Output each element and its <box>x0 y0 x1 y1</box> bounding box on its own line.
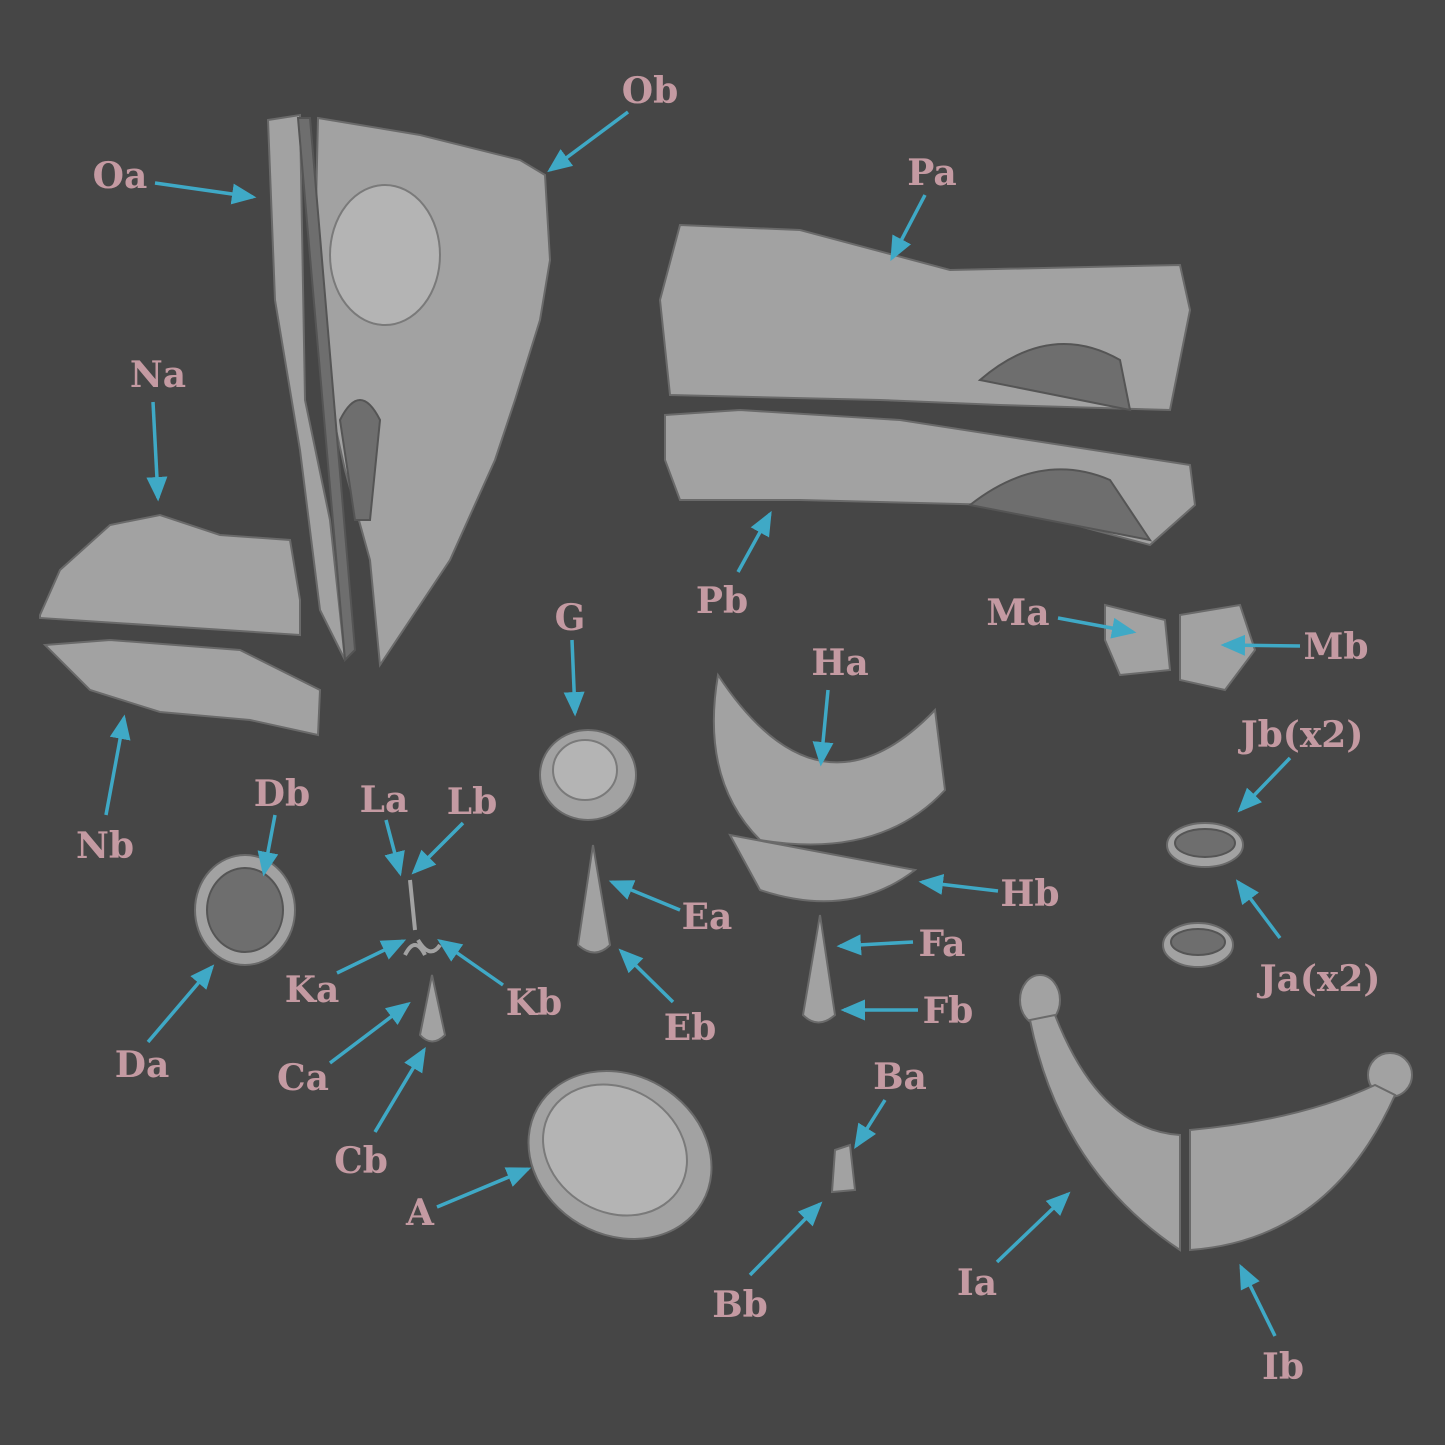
label-Nb: Nb <box>76 825 134 867</box>
label-Ja: Ja(x2) <box>1257 958 1381 1000</box>
part-A-shield <box>527 1069 713 1241</box>
label-A: A <box>405 1192 435 1234</box>
arrow-Na <box>146 401 168 502</box>
label-Jb: Jb(x2) <box>1238 714 1364 756</box>
label-Fb: Fb <box>923 990 974 1032</box>
label-Ia: Ia <box>957 1262 997 1304</box>
arrow-Da <box>146 964 215 1044</box>
label-Ha: Ha <box>811 642 868 684</box>
arrow-Bb <box>748 1201 823 1277</box>
label-Na: Na <box>130 354 186 396</box>
arrow-Db <box>257 814 279 877</box>
arrow-Ca <box>328 1001 411 1065</box>
label-Eb: Eb <box>664 1007 717 1049</box>
arrow-Pa <box>890 194 927 262</box>
arrow-A <box>436 1167 532 1209</box>
arrow-Nb <box>104 714 131 816</box>
label-Da: Da <box>115 1044 170 1086</box>
part-I-crescent <box>1019 974 1413 1252</box>
part-D-medallion <box>194 854 296 966</box>
part-N-boot <box>39 513 322 737</box>
label-Pb: Pb <box>696 580 748 622</box>
arrow-Kb <box>437 938 505 987</box>
label-Pa: Pa <box>907 152 956 194</box>
arrow-Fa <box>836 934 914 956</box>
label-Hb: Hb <box>1000 873 1059 915</box>
arrow-Eb <box>618 948 675 1004</box>
label-Kb: Kb <box>506 982 562 1024</box>
part-H-crescent <box>712 672 947 903</box>
part-F-cone <box>801 914 837 1024</box>
arrow-Ia <box>995 1191 1071 1264</box>
arrow-La <box>384 819 405 877</box>
arrow-Oa <box>154 181 257 205</box>
label-G: G <box>555 597 586 639</box>
arrow-Cb <box>373 1046 426 1133</box>
part-P-bracer <box>658 223 1197 547</box>
labels: Ob Oa Pa Na Nb Pb G Ma Mb Ha Jb(x2) Db L… <box>76 70 1381 1388</box>
arrow-Ba <box>854 1099 887 1149</box>
arrow-Ib <box>1239 1263 1277 1337</box>
arrow-Ka <box>336 939 407 975</box>
label-Lb: Lb <box>447 781 497 823</box>
part-B-figure <box>830 1143 857 1194</box>
arrow-Ma <box>1057 616 1137 639</box>
label-Mb: Mb <box>1303 626 1368 668</box>
part-C-cone <box>418 974 447 1043</box>
part-M-clips <box>1104 603 1257 692</box>
arrow-Ea <box>608 880 681 912</box>
arrow-Ja <box>1235 879 1282 940</box>
arrows <box>104 110 1301 1337</box>
arrow-Mb <box>1220 634 1301 656</box>
part-E-cone <box>576 844 612 954</box>
part-O-helmet-side <box>266 113 552 668</box>
arrow-Pb <box>736 510 772 573</box>
label-Fa: Fa <box>919 923 966 965</box>
label-Ib: Ib <box>1262 1346 1304 1388</box>
label-Ma: Ma <box>986 592 1049 634</box>
label-Ca: Ca <box>277 1057 329 1099</box>
label-Cb: Cb <box>334 1140 388 1182</box>
label-Oa: Oa <box>93 155 148 197</box>
arrow-Lb <box>411 821 465 875</box>
arrow-G <box>563 639 585 717</box>
label-Ba: Ba <box>873 1056 927 1098</box>
label-Bb: Bb <box>712 1284 768 1326</box>
label-La: La <box>360 779 409 821</box>
label-Db: Db <box>254 773 310 815</box>
arrow-Jb <box>1237 756 1292 813</box>
arrow-Ob <box>547 110 630 173</box>
part-G-disc <box>539 729 637 821</box>
label-Ea: Ea <box>682 896 733 938</box>
arrow-Ha <box>812 689 834 767</box>
label-Ka: Ka <box>285 969 340 1011</box>
label-Ob: Ob <box>622 70 679 112</box>
part-J-rings <box>1162 822 1244 968</box>
part-K-L-hook <box>403 879 442 956</box>
arrow-Hb <box>918 874 999 895</box>
